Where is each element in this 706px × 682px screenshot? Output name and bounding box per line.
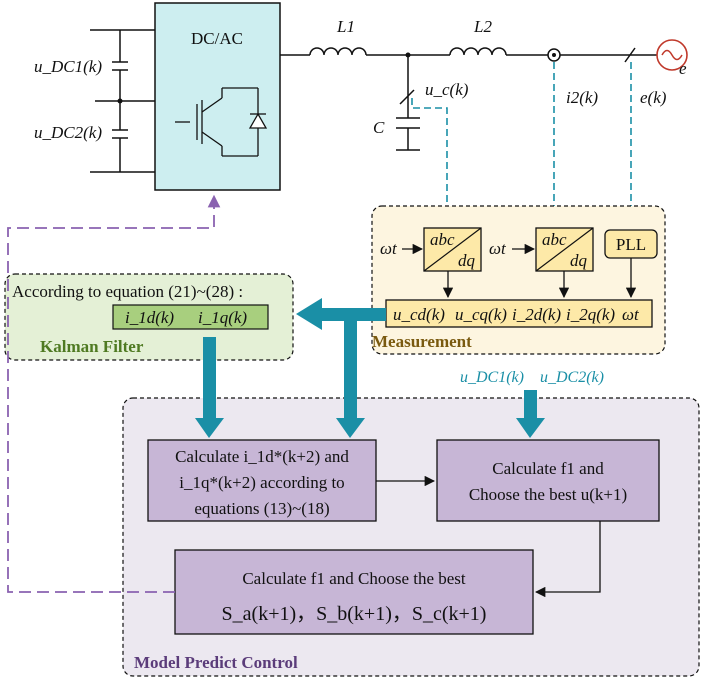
lc-filter [280, 47, 658, 151]
kalman-panel: According to equation (21)~(28) : i_1d(k… [4, 273, 294, 361]
dc-input-udc2: u_DC2(k) [540, 369, 604, 386]
mpc-box1-line3: equations (13)~(18) [194, 499, 329, 518]
mpc-title: Model Predict Control [134, 653, 298, 672]
kalman-i1q: i_1q(k) [198, 308, 247, 327]
mpc-box1-line1: Calculate i_1d*(k+2) and [175, 447, 349, 466]
dq-label-2: dq [570, 251, 588, 270]
omega-t-label-1: ωt [380, 239, 398, 258]
l2-label: L2 [473, 17, 492, 36]
mpc-box2-line2: Choose the best u(k+1) [469, 485, 627, 504]
c-label: C [373, 118, 385, 137]
signal-omega-t: ωt [622, 305, 640, 324]
mpc-panel: Calculate i_1d*(k+2) and i_1q*(k+2) acco… [122, 397, 700, 677]
signal-i2q: i_2q(k) [566, 305, 615, 324]
dc-source-section: u_DC1(k) u_DC2(k) [34, 29, 155, 173]
signal-ucq: u_cq(k) [455, 305, 507, 324]
abc-label-1: abc [430, 230, 455, 249]
kalman-title: Kalman Filter [40, 337, 144, 356]
abc-label-2: abc [542, 230, 567, 249]
i2-label: i2(k) [566, 88, 598, 107]
mpc-box2-line1: Calculate f1 and [492, 459, 604, 478]
pll-label: PLL [616, 235, 646, 254]
l1-label: L1 [336, 17, 355, 36]
udc2-label: u_DC2(k) [34, 123, 102, 142]
dc-input-udc1: u_DC1(k) [460, 369, 524, 386]
udc1-label: u_DC1(k) [34, 57, 102, 76]
mpc-box1-line2: i_1q*(k+2) according to [179, 473, 344, 492]
kalman-i1d: i_1d(k) [125, 308, 174, 327]
omega-t-label-2: ωt [489, 239, 507, 258]
igbt-icon [175, 87, 268, 157]
data-flow-arrows [195, 298, 545, 438]
switching-feedback-line [7, 194, 221, 593]
mpc-box3-line2: S_a(k+1)，S_b(k+1)，S_c(k+1) [222, 603, 487, 625]
dq-label-1: dq [458, 251, 476, 270]
measurement-panel: abc dq abc dq PLL ωt ωt u_cd(k) u_cq(k) … [371, 205, 666, 355]
kalman-text: According to equation (21)~(28) : [12, 282, 243, 301]
node-dot [405, 52, 411, 58]
signal-ucd: u_cd(k) [393, 305, 445, 324]
signal-i2d: i_2d(k) [512, 305, 561, 324]
sensing-lines [411, 62, 637, 224]
grid-label: e [679, 59, 687, 78]
grid-source-icon: e [656, 39, 688, 78]
e-label: e(k) [640, 88, 667, 107]
inverter-block: DC/AC [154, 2, 281, 191]
inverter-title: DC/AC [191, 29, 243, 48]
measurement-title: Measurement [372, 332, 472, 351]
uc-label: u_c(k) [425, 80, 469, 99]
mpc-box3-line1: Calculate f1 and Choose the best [242, 569, 466, 588]
